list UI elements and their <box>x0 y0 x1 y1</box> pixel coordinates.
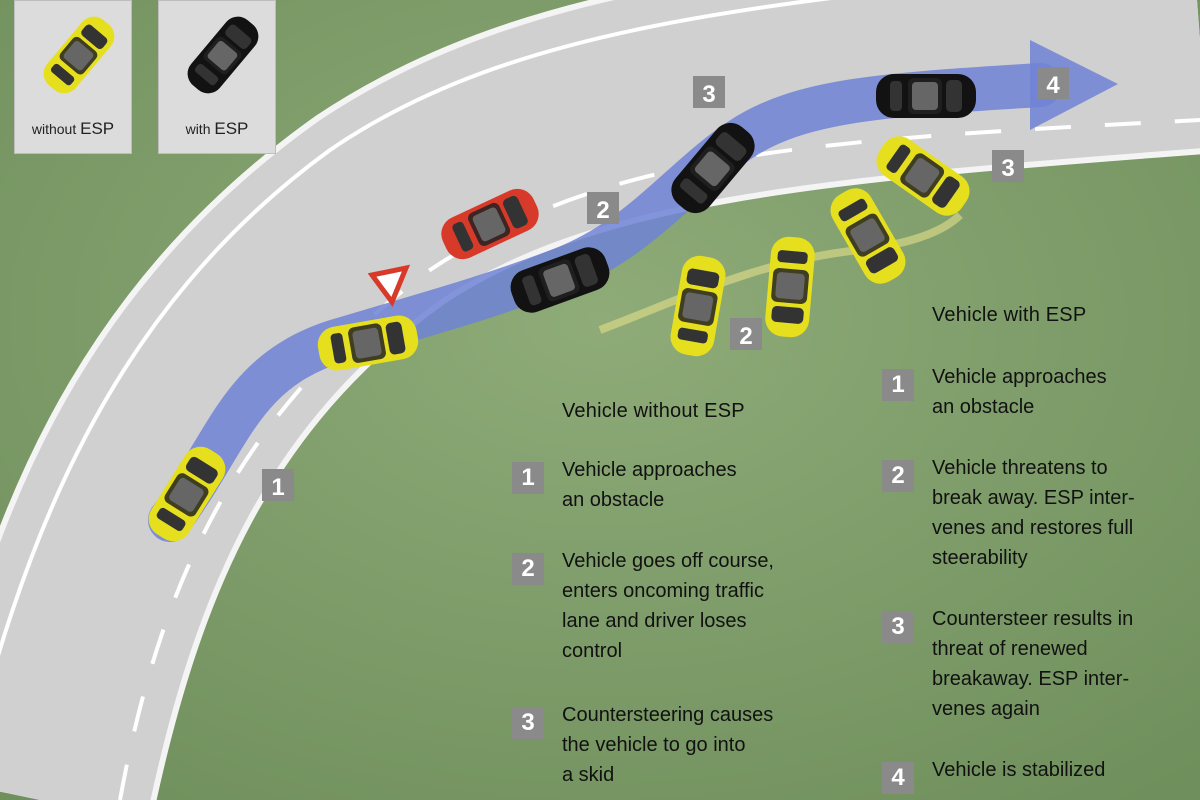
without-step-3-badge: 3 <box>512 707 544 739</box>
without-step-1-line-2: an obstacle <box>562 489 665 511</box>
marker-3-esp-label: 3 <box>702 81 715 108</box>
marker-4-esp-label: 4 <box>1046 72 1060 99</box>
legend-car-black-icon <box>181 10 265 100</box>
legend-with-suffix: ESP <box>214 119 249 138</box>
with-step-3-badge: 3 <box>882 611 914 643</box>
marker-2-esp-label: 2 <box>596 197 609 224</box>
without-step-3-line-1: Countersteering causes <box>562 704 774 726</box>
legend-without-suffix: ESP <box>80 119 115 138</box>
with-step-2-badge: 2 <box>882 460 914 492</box>
without-step-2-badge: 2 <box>512 553 544 585</box>
with-step-2-line-2: break away. ESP inter- <box>932 487 1135 509</box>
with-step-2-line-4: steerability <box>932 547 1028 569</box>
marker-4-esp: 4 <box>1037 67 1069 99</box>
car-yellow-skid-b <box>763 235 817 339</box>
car-black-4 <box>876 74 976 118</box>
with-step-1-line-2: an obstacle <box>932 396 1035 418</box>
legend-car-yellow-icon <box>37 10 121 100</box>
legend-without-label: without ESP <box>15 119 131 139</box>
warning-triangle-icon <box>367 264 411 308</box>
without-step-1-badge: 1 <box>512 462 544 494</box>
arrow-head <box>1030 40 1118 130</box>
with-step-1-badge: 1 <box>882 369 914 401</box>
legend-with-esp: with ESP <box>158 0 276 154</box>
legend-with-prefix: with <box>185 121 211 137</box>
marker-1-label: 1 <box>271 474 284 501</box>
with-step-3-line-3: breakaway. ESP inter- <box>932 668 1130 690</box>
with-step-3-line-2: threat of renewed <box>932 638 1088 660</box>
marker-1: 1 <box>262 469 294 501</box>
with-step-2-line-1: Vehicle threatens to <box>932 457 1108 479</box>
with-step-1-line-1: Vehicle approaches <box>932 366 1107 388</box>
without-step-1-line-1: Vehicle approaches <box>562 459 737 481</box>
without-step-2-line-1: Vehicle goes off course, <box>562 550 774 572</box>
with-step-3-line-1: Countersteer results in <box>932 608 1134 630</box>
legend-without-esp: without ESP <box>14 0 132 154</box>
with-step-3-line-4: venes again <box>932 698 1040 720</box>
with-esp-heading: Vehicle with ESP <box>932 304 1087 326</box>
with-step-2-line-3: venes and restores full <box>932 517 1134 539</box>
without-step-2-line-3: lane and driver loses <box>562 610 747 632</box>
marker-3-esp: 3 <box>693 76 725 108</box>
skid-marks <box>598 212 963 334</box>
without-step-2-line-2: enters oncoming traffic <box>562 580 764 602</box>
without-esp-heading: Vehicle without ESP <box>562 400 745 422</box>
with-step-4-line-1: Vehicle is stabilized <box>932 759 1106 781</box>
marker-2-noesp: 2 <box>730 318 762 350</box>
without-step-3-line-2: the vehicle to go into <box>562 734 746 756</box>
without-step-2-line-4: control <box>562 640 623 662</box>
legend-without-prefix: without <box>31 121 77 137</box>
marker-3-noesp-label: 3 <box>1001 155 1014 182</box>
marker-2-esp: 2 <box>587 192 619 224</box>
marker-2-noesp-label: 2 <box>739 323 752 350</box>
without-step-3-line-3: a skid <box>562 764 615 786</box>
legend-with-label: with ESP <box>159 119 275 139</box>
marker-3-noesp: 3 <box>992 150 1024 182</box>
with-step-4-badge: 4 <box>882 762 914 794</box>
